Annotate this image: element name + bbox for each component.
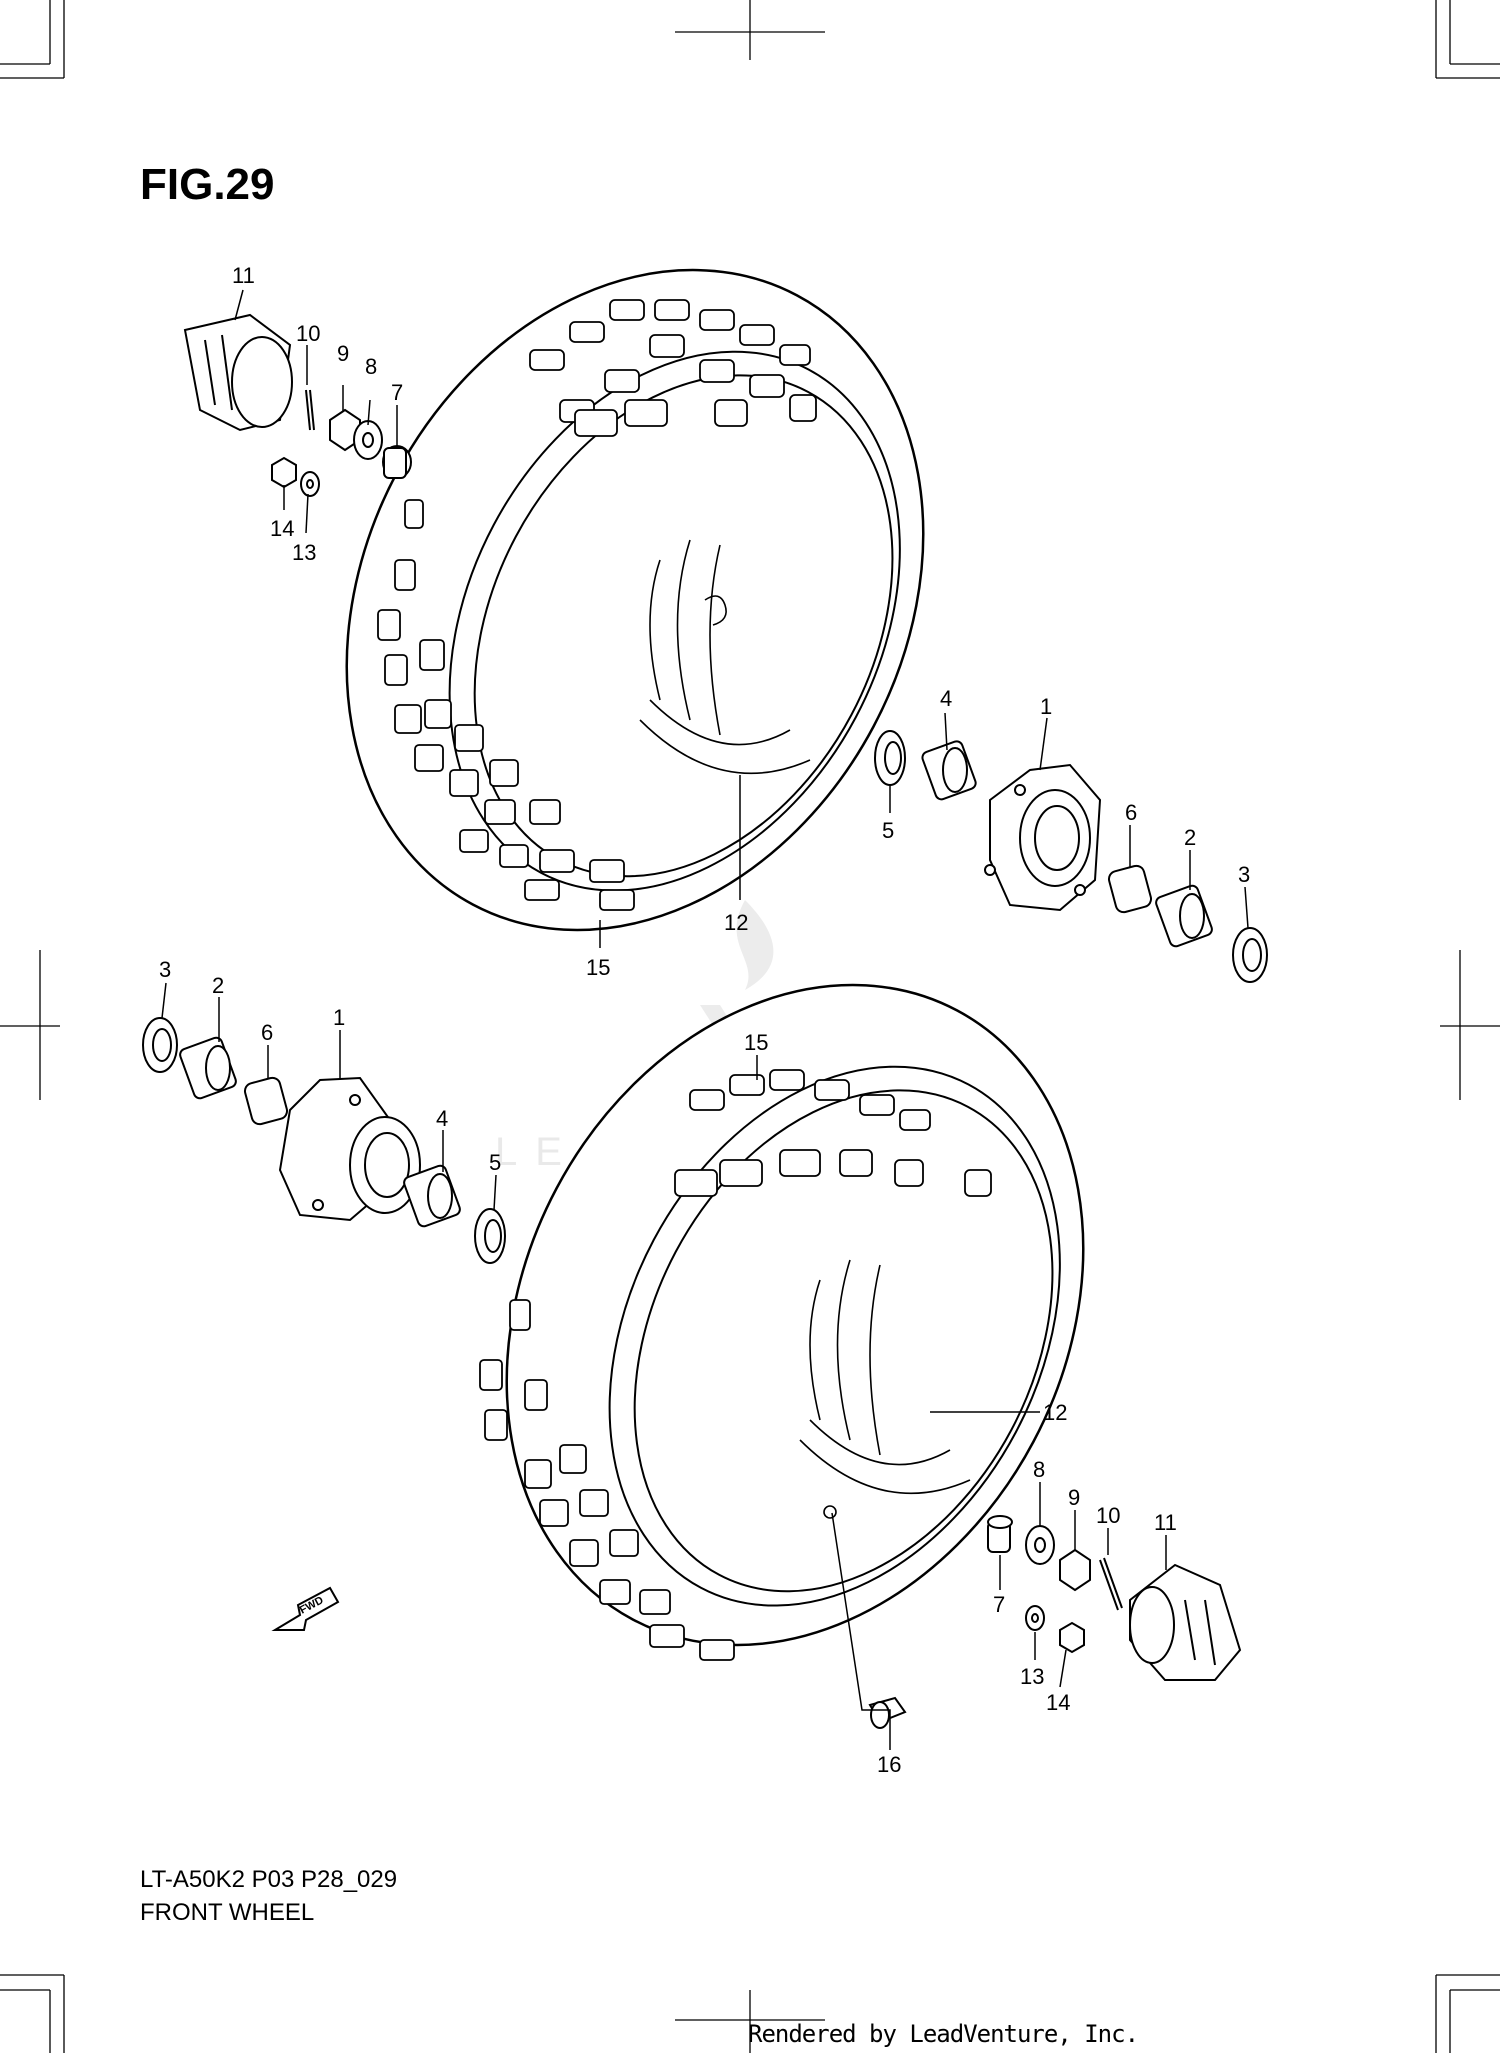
callout-12: 12 — [1043, 1400, 1067, 1425]
callout-8: 8 — [1033, 1457, 1045, 1482]
callout-16: 16 — [877, 1752, 901, 1777]
model-code: LT-A50K2 P03 P28_029 — [140, 1866, 398, 1893]
callout-12: 12 — [724, 910, 748, 935]
callout-14: 14 — [270, 516, 294, 541]
render-credit: Rendered by LeadVenture, Inc. — [748, 2020, 1139, 2048]
assembly-name: FRONT WHEEL — [140, 1899, 315, 1926]
leader-lines — [161, 289, 1249, 1750]
callout-9: 9 — [337, 341, 349, 366]
callout-2: 2 — [212, 973, 224, 998]
callout-13: 13 — [292, 540, 316, 565]
callout-11: 11 — [232, 263, 255, 288]
callout-10: 10 — [1096, 1503, 1120, 1528]
callout-6: 6 — [261, 1020, 273, 1045]
lower-tire — [479, 983, 1085, 1661]
lower-hub-assembly — [142, 1017, 506, 1264]
upper-tire — [345, 268, 925, 932]
upper-hub-assembly — [874, 730, 1268, 983]
callout-3: 3 — [159, 957, 171, 982]
callout-2: 2 — [1184, 825, 1196, 850]
lower-axle-hardware — [868, 1515, 1242, 1729]
callout-9: 9 — [1068, 1485, 1080, 1510]
callout-numbers: 11 10 9 8 7 14 13 4 1 5 6 2 3 12 15 3 2 … — [159, 263, 1250, 1777]
callout-6: 6 — [1125, 800, 1137, 825]
callout-13: 13 — [1020, 1664, 1044, 1689]
callout-4: 4 — [940, 686, 952, 711]
callout-15: 15 — [586, 955, 610, 980]
callout-15: 15 — [744, 1030, 768, 1055]
callout-1: 1 — [333, 1005, 345, 1030]
callout-11: 11 — [1154, 1510, 1177, 1535]
upper-axle-hardware — [183, 313, 412, 497]
callout-5: 5 — [882, 818, 894, 843]
callout-7: 7 — [993, 1592, 1005, 1617]
callout-3: 3 — [1238, 862, 1250, 887]
callout-4: 4 — [436, 1106, 448, 1131]
callout-8: 8 — [365, 354, 377, 379]
figure-title: FIG.29 — [140, 160, 275, 209]
fwd-direction-arrow: FWD — [271, 1586, 340, 1631]
callout-10: 10 — [296, 321, 320, 346]
callout-14: 14 — [1046, 1690, 1070, 1715]
callout-5: 5 — [489, 1150, 501, 1175]
callout-1: 1 — [1040, 694, 1052, 719]
callout-7: 7 — [391, 380, 403, 405]
